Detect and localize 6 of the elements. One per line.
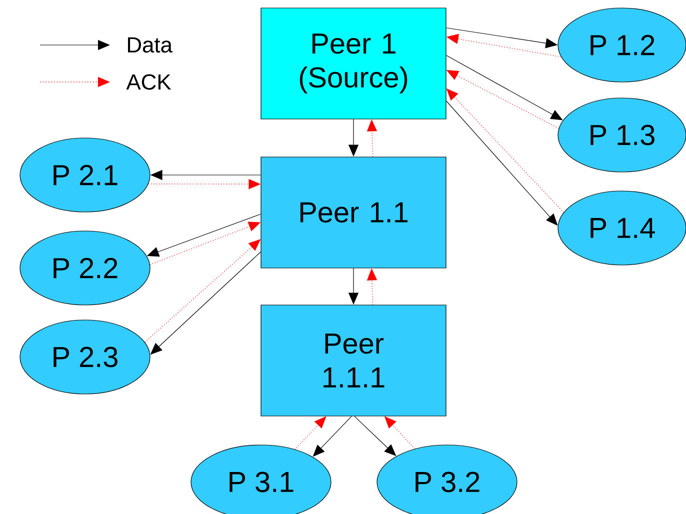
peer-box: Peer 1.1.1 — [260, 304, 446, 416]
legend-label: ACK — [126, 74, 172, 90]
arrow — [446, 55, 563, 120]
legend-label: Data — [128, 37, 172, 53]
peer-box: Peer 1.1 — [260, 156, 446, 268]
peer-box: Peer 1 (Source) — [260, 8, 446, 120]
